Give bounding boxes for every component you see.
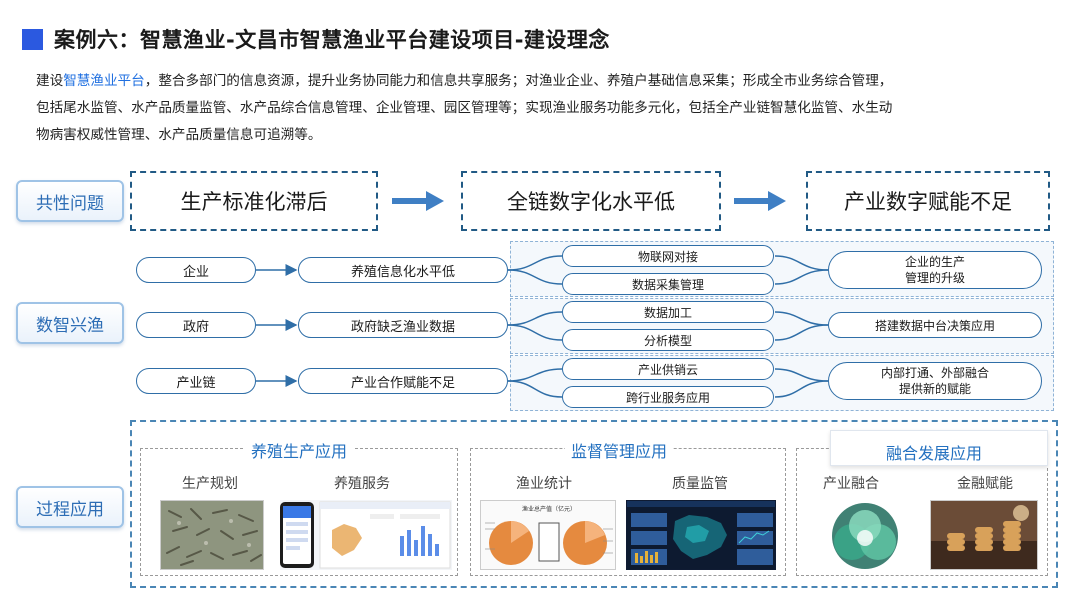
industry-venn-image	[812, 500, 918, 570]
measure-data-processing: 数据加工	[562, 301, 774, 323]
group-title-breeding: 养殖生产应用	[245, 438, 354, 462]
measure-supply-cloud: 产业供销云	[562, 358, 774, 380]
item-industry-integration: 产业融合	[823, 476, 879, 492]
measure-analysis-model: 分析模型	[562, 329, 774, 351]
intro-line-3: 物病害权威性管理、水产品质量信息可追溯等。	[36, 127, 322, 143]
side-label-process: 过程应用	[16, 486, 124, 528]
arrow-right-icon	[734, 191, 786, 211]
intro-line-1: 建设智慧渔业平台，整合多部门的信息资源，提升业务协同能力和信息共享服务；对渔业企…	[36, 68, 1046, 95]
breeding-app-image	[280, 500, 452, 570]
intro-prefix: 建设	[36, 73, 64, 89]
outcome-government: 搭建数据中台决策应用	[828, 312, 1042, 338]
item-fishery-stats: 渔业统计	[516, 476, 572, 492]
outcome-enterprise-line-1: 企业的生产	[904, 255, 965, 269]
stats-chart-title: 渔业总产值（亿元）	[522, 505, 576, 513]
outcome-enterprise-line-2: 管理的升级	[904, 271, 965, 285]
problem-government: 政府缺乏渔业数据	[298, 312, 508, 338]
measure-iot: 物联网对接	[562, 245, 774, 267]
item-production-planning: 生产规划	[182, 476, 238, 492]
outcome-industry-line-1: 内部打通、外部融合	[880, 366, 989, 380]
page-title: 案例六：智慧渔业-文昌市智慧渔业平台建设项目-建设理念	[54, 28, 610, 52]
actor-government: 政府	[136, 312, 256, 338]
issue-box-3: 产业数字赋能不足	[806, 171, 1050, 231]
problem-industry-chain: 产业合作赋能不足	[298, 368, 508, 394]
arrow-right-icon	[392, 191, 444, 211]
group-title-integration: 融合发展应用	[880, 440, 989, 464]
outcome-enterprise: 企业的生产 管理的升级	[828, 251, 1042, 289]
measure-data-collection: 数据采集管理	[562, 273, 774, 295]
intro-highlight: 智慧渔业平台	[63, 73, 145, 89]
process-frame	[130, 420, 1058, 588]
outcome-industry-line-2: 提供新的赋能	[898, 382, 971, 396]
problem-enterprise: 养殖信息化水平低	[298, 257, 508, 283]
side-label-common: 共性问题	[16, 180, 124, 222]
fishery-stats-chart: 渔业总产值（亿元）	[480, 500, 616, 570]
item-quality-supervision: 质量监管	[672, 476, 728, 492]
issue-box-1: 生产标准化滞后	[130, 171, 378, 231]
intro-line-1-rest: ，整合多部门的信息资源，提升业务协同能力和信息共享服务；对渔业企业、养殖户基础信…	[144, 73, 893, 89]
group-title-supervision: 监督管理应用	[565, 438, 674, 462]
title-marker	[22, 29, 43, 50]
actor-industry-chain: 产业链	[136, 368, 256, 394]
side-label-digital: 数智兴渔	[16, 302, 124, 344]
item-breeding-service: 养殖服务	[334, 476, 390, 492]
quality-dashboard-image	[626, 500, 776, 570]
item-financial-empowerment: 金融赋能	[957, 476, 1013, 492]
intro-line-2: 包括尾水监管、水产品质量监管、水产品综合信息管理、企业管理、园区管理等；实现渔业…	[36, 100, 893, 116]
measure-cross-industry: 跨行业服务应用	[562, 386, 774, 408]
outcome-industry-chain: 内部打通、外部融合 提供新的赋能	[828, 362, 1042, 400]
intro-paragraph: 建设智慧渔业平台，整合多部门的信息资源，提升业务协同能力和信息共享服务；对渔业企…	[36, 68, 1046, 149]
issue-box-2: 全链数字化水平低	[461, 171, 721, 231]
fish-fry-image	[160, 500, 264, 570]
finance-image	[930, 500, 1038, 570]
actor-enterprise: 企业	[136, 257, 256, 283]
